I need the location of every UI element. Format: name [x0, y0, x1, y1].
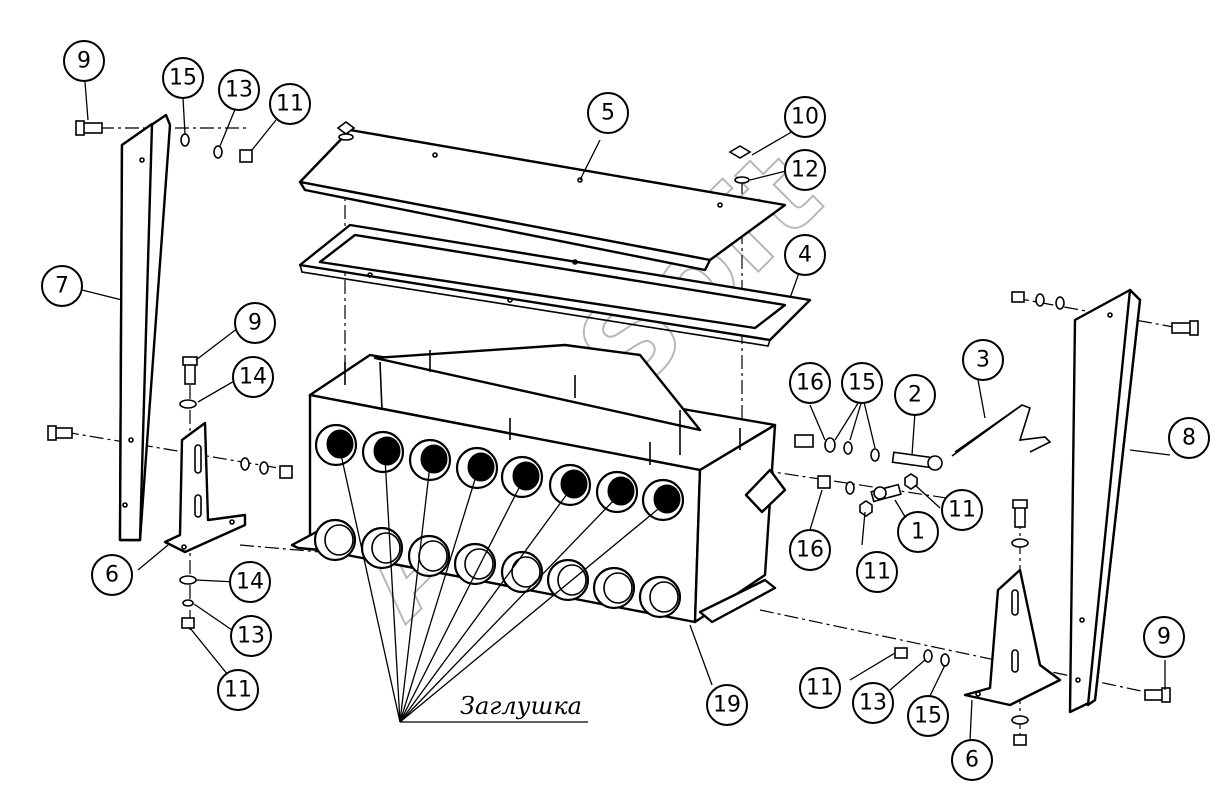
- balloon-10: 10: [784, 96, 826, 138]
- svg-text:14: 14: [236, 570, 264, 595]
- pin-part-2: [891, 451, 943, 471]
- svg-text:11: 11: [948, 498, 976, 523]
- bracket-part-8: [1068, 288, 1142, 714]
- balloon-15-mid: 15: [841, 362, 883, 404]
- svg-text:5: 5: [601, 101, 615, 126]
- svg-text:12: 12: [791, 158, 819, 183]
- balloon-4: 4: [784, 234, 826, 276]
- svg-text:13: 13: [225, 78, 253, 103]
- balloon-6-right: 6: [951, 739, 993, 781]
- balloon-11-top-left: 11: [269, 83, 311, 125]
- balloon-9-right-bottom: 9: [1143, 616, 1185, 658]
- svg-text:13: 13: [859, 691, 887, 716]
- balloon-7: 7: [41, 265, 83, 307]
- svg-text:9: 9: [248, 311, 262, 336]
- svg-text:14: 14: [239, 365, 267, 390]
- svg-text:11: 11: [276, 92, 304, 117]
- svg-text:16: 16: [796, 371, 824, 396]
- balloon-13-top-left: 13: [218, 69, 260, 111]
- balloon-8: 8: [1168, 417, 1210, 459]
- svg-text:10: 10: [791, 105, 819, 130]
- balloon-16-bottom: 16: [789, 529, 831, 571]
- balloon-13-right-bottom: 13: [852, 682, 894, 724]
- fitting-part-1: [870, 483, 902, 503]
- svg-text:9: 9: [77, 49, 91, 74]
- pipe-row-top: [314, 423, 685, 522]
- svg-text:6: 6: [965, 748, 979, 773]
- balloon-14-bottom: 14: [229, 561, 271, 603]
- svg-text:11: 11: [806, 676, 834, 701]
- balloon-1: 1: [897, 511, 939, 553]
- svg-text:15: 15: [169, 66, 197, 91]
- svg-text:8: 8: [1182, 426, 1196, 451]
- balloon-11-center: 11: [856, 551, 898, 593]
- svg-text:13: 13: [237, 624, 265, 649]
- balloon-9-top-left: 9: [63, 40, 105, 82]
- svg-text:6: 6: [105, 563, 119, 588]
- svg-text:11: 11: [224, 678, 252, 703]
- cover-part-5: [298, 128, 787, 272]
- svg-text:11: 11: [863, 560, 891, 585]
- fasteners: [47, 120, 1199, 746]
- bracket-part-7: [118, 113, 172, 542]
- svg-text:9: 9: [1157, 625, 1171, 650]
- balloon-5: 5: [587, 92, 629, 134]
- balloons: 9 15 13 11 5 10 12 4 7 9 14 3 16 15 2 8 …: [41, 40, 1210, 781]
- svg-text:2: 2: [908, 383, 922, 408]
- balloon-16-top: 16: [789, 362, 831, 404]
- balloon-13-left-bottom: 13: [230, 615, 272, 657]
- foot-bracket-left: [163, 421, 247, 554]
- junction-box-part-19: [290, 343, 787, 624]
- svg-text:19: 19: [713, 693, 741, 718]
- balloon-3: 3: [962, 339, 1004, 381]
- balloon-11-left-bottom: 11: [217, 669, 259, 711]
- balloon-9-left-mid: 9: [234, 302, 276, 344]
- svg-text:7: 7: [55, 274, 69, 299]
- balloon-12: 12: [784, 149, 826, 191]
- svg-text:15: 15: [848, 371, 876, 396]
- pipe-row-bottom: [313, 518, 682, 619]
- svg-text:1: 1: [911, 520, 925, 545]
- svg-text:4: 4: [798, 243, 812, 268]
- balloon-2: 2: [894, 374, 936, 416]
- balloon-15-right-bottom: 15: [907, 695, 949, 737]
- balloon-19: 19: [706, 684, 748, 726]
- crank-handle-part-3: [951, 404, 1052, 457]
- foot-bracket-right: [963, 568, 1062, 707]
- balloon-15-top-left: 15: [162, 57, 204, 99]
- plug-note: Заглушка: [460, 692, 582, 720]
- balloon-11-right-mid: 11: [941, 489, 983, 531]
- svg-text:15: 15: [914, 704, 942, 729]
- balloon-6-left: 6: [91, 554, 133, 596]
- svg-text:16: 16: [796, 538, 824, 563]
- svg-text:3: 3: [976, 348, 990, 373]
- gasket-part-4: [298, 223, 812, 347]
- balloon-14-top: 14: [232, 356, 274, 398]
- balloon-11-right-bottom: 11: [799, 667, 841, 709]
